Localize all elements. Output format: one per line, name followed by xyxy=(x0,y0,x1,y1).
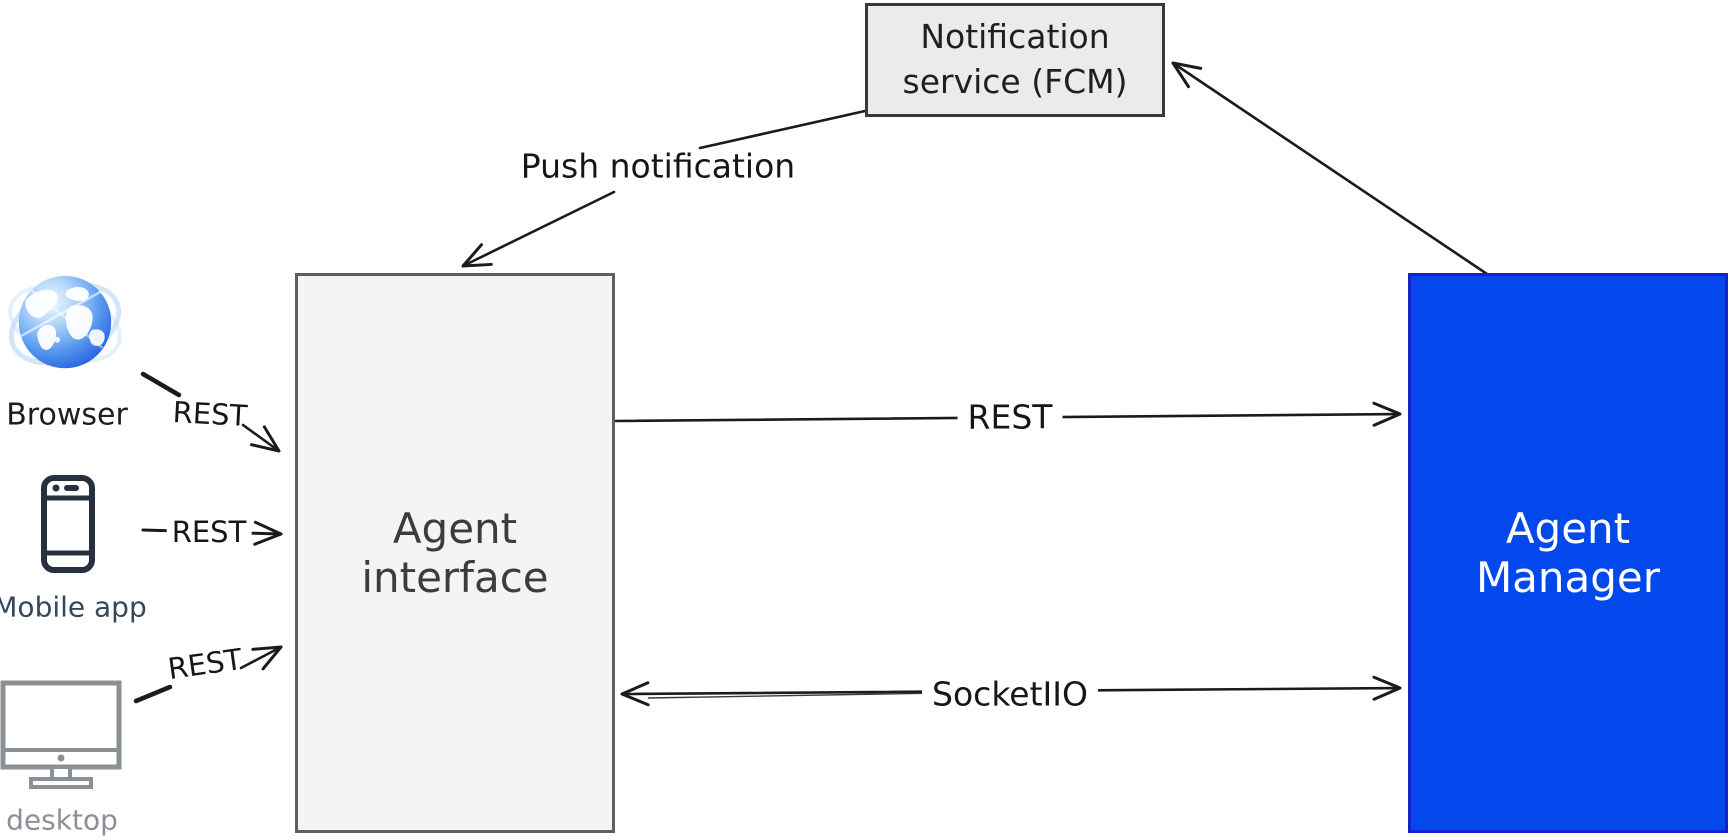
desktop-rest-arrow xyxy=(133,645,283,704)
monitor-icon xyxy=(0,680,122,789)
notification-service-label: Notification service (FCM) xyxy=(902,17,1128,101)
agent-manager-label: Agent Manager xyxy=(1475,504,1661,602)
browser-label: Browser xyxy=(6,397,128,433)
push-notification-arrow xyxy=(461,109,867,268)
mobile-rest-label: REST xyxy=(166,515,252,549)
socketio-label: SocketIIO xyxy=(922,674,1098,714)
globe-icon xyxy=(8,275,122,369)
manager-to-notification-arrow xyxy=(1171,61,1489,276)
desktop-label: desktop xyxy=(6,803,118,837)
smartphone-icon xyxy=(41,475,95,573)
push-notification-label: Push notification xyxy=(520,146,796,186)
browser-rest-label: REST xyxy=(171,395,249,433)
agent-manager-box: Agent Manager xyxy=(1408,273,1728,833)
agent-interface-box: Agent interface xyxy=(295,273,615,833)
notification-service-box: Notification service (FCM) xyxy=(865,3,1165,117)
mobile-app-label: Mobile app xyxy=(0,590,147,624)
browser-rest-arrow xyxy=(140,371,281,453)
agent-interface-label: Agent interface xyxy=(361,504,549,602)
rest-label: REST xyxy=(957,397,1063,437)
